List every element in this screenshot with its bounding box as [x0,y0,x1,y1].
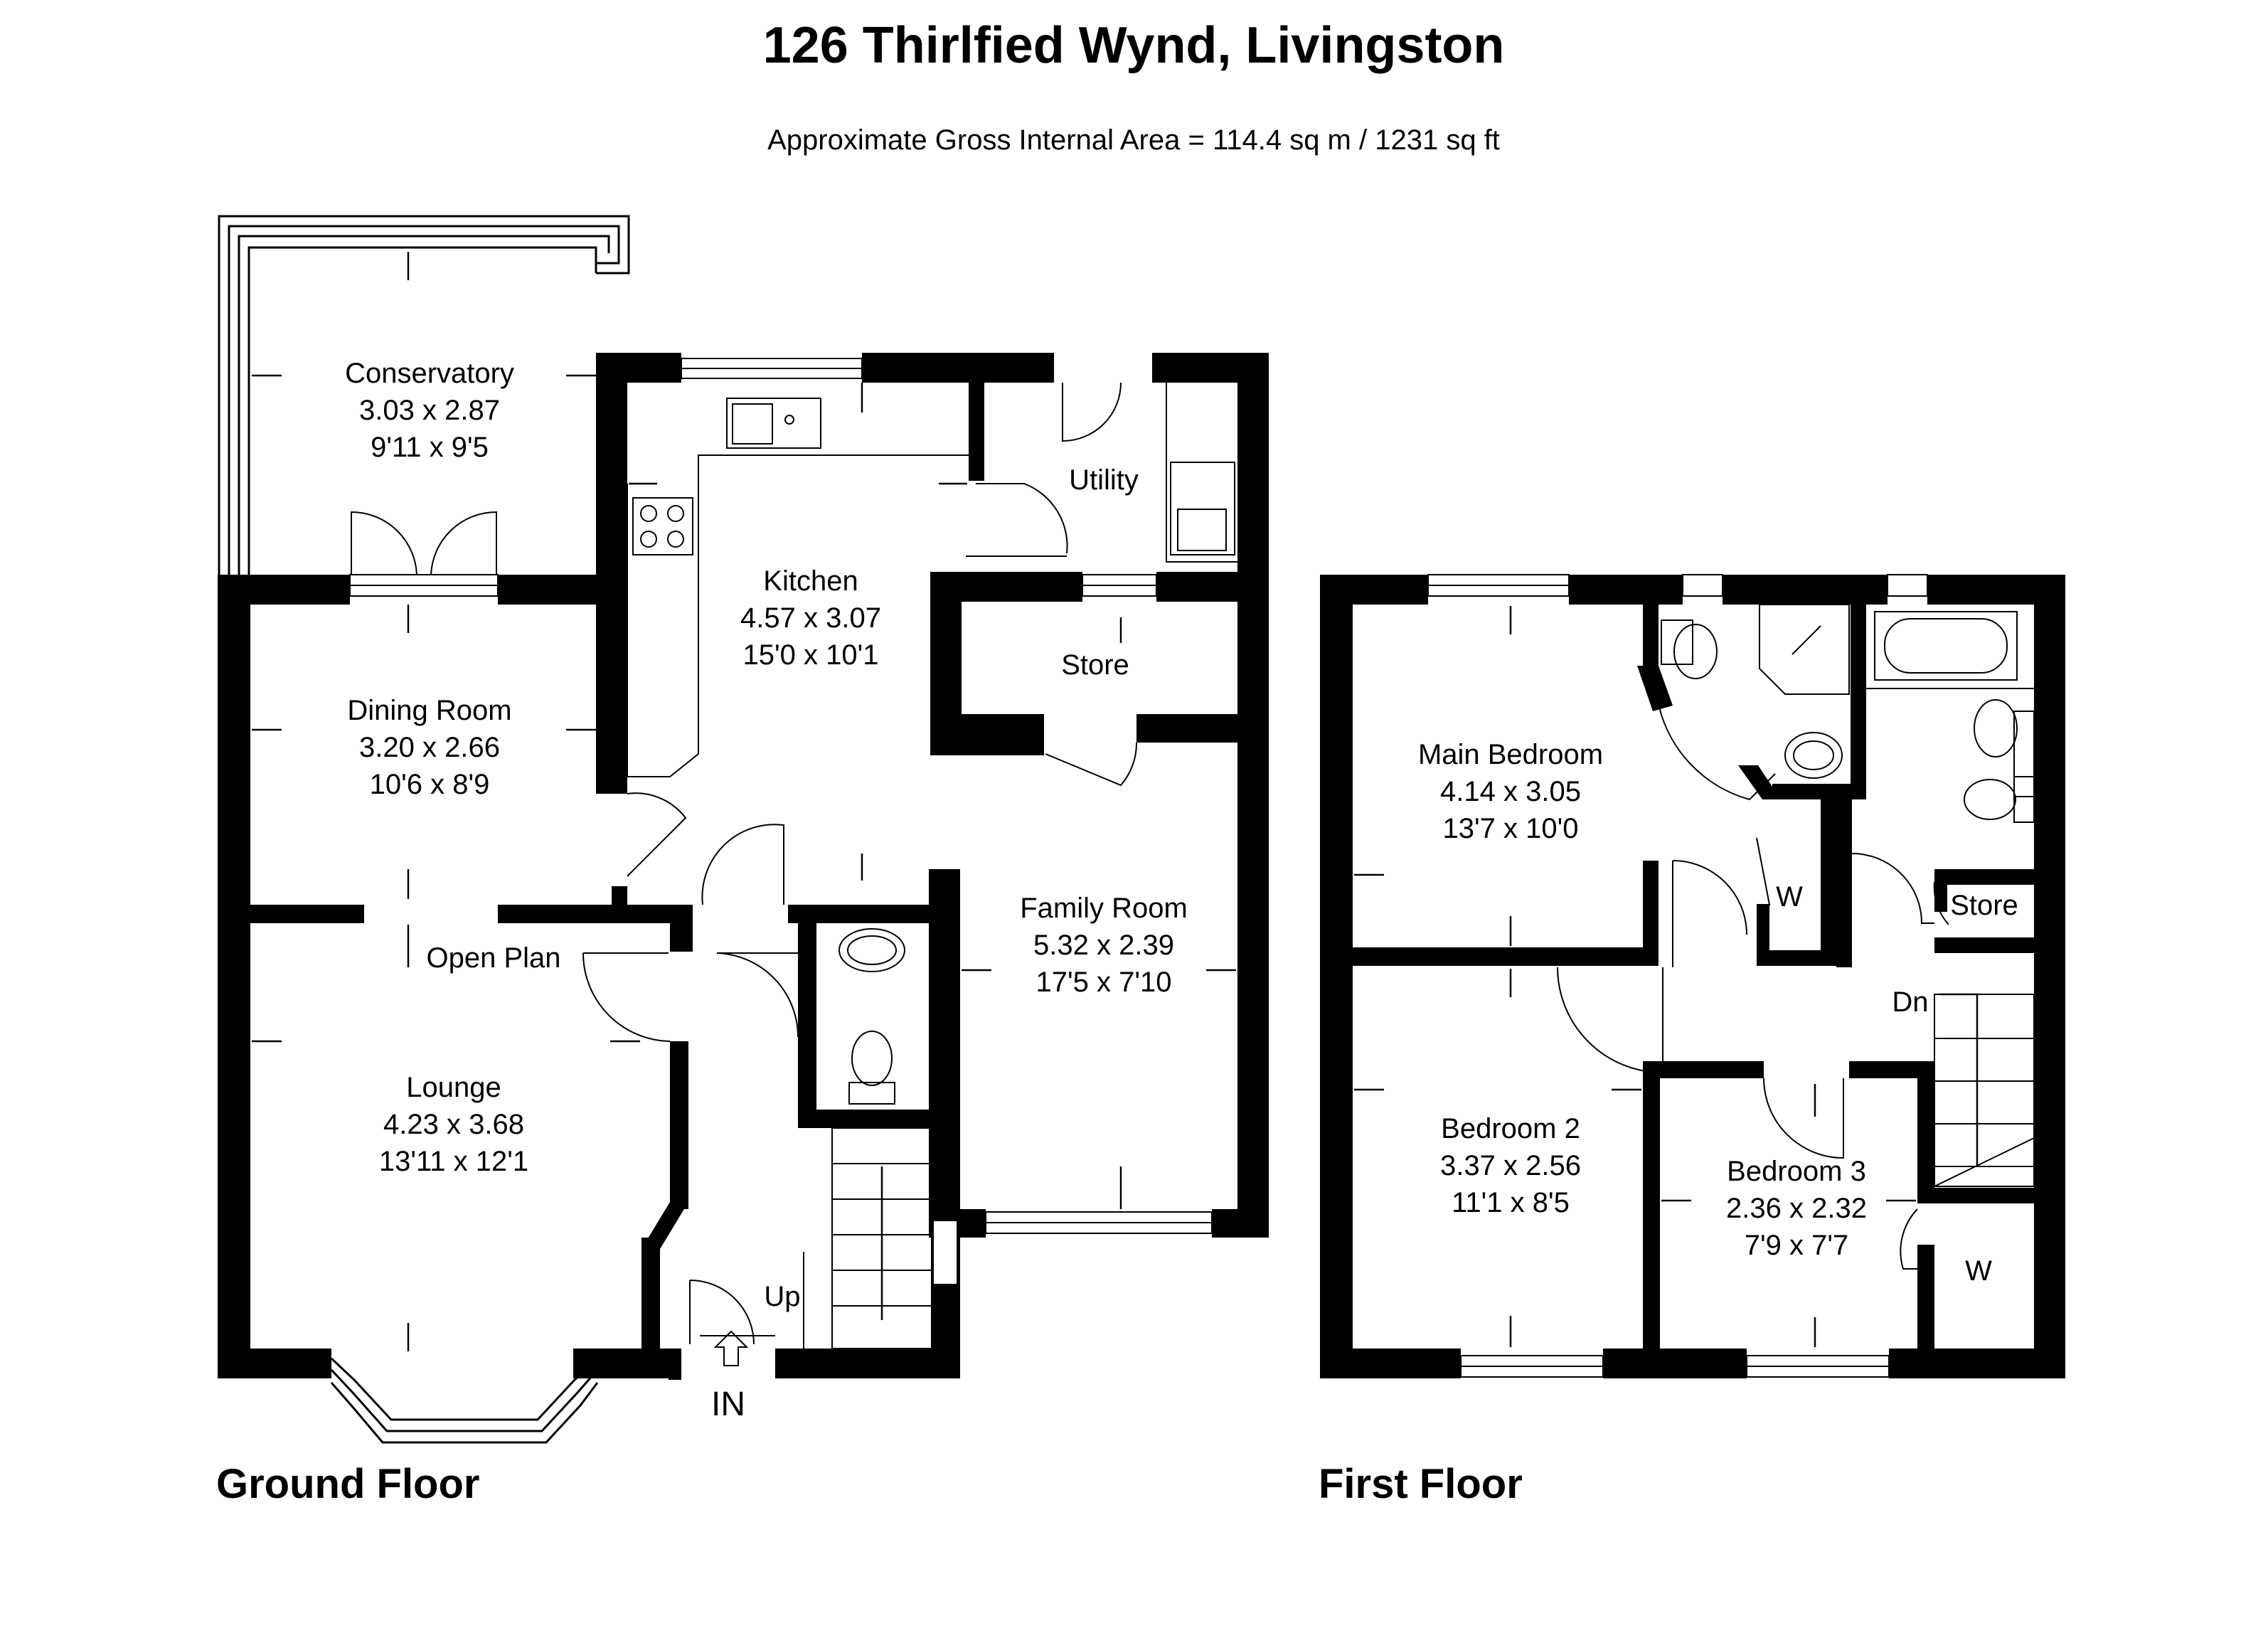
main-bedroom-label: Main Bedroom 4.14 x 3.05 13'7 x 10'0 [1418,739,1603,844]
first-walls [1320,575,2065,1378]
hob-icon [632,497,693,555]
room-name: Lounge [406,1072,501,1103]
shower-icon [1759,604,1850,695]
wardrobe-label: W [1776,881,1803,913]
room-metric: 4.14 x 3.05 [1440,776,1581,807]
room-imperial: 10'6 x 8'9 [370,769,490,800]
stairs-up-label: Up [764,1281,800,1312]
family-room-label: Family Room 5.32 x 2.39 17'5 x 7'10 [1020,893,1188,998]
kitchen-sink-icon [726,398,821,449]
room-name: Conservatory [345,358,514,389]
ground-stairs [803,1127,932,1349]
bath-icon [1874,611,2018,681]
first-dimension-arrows [1354,606,1916,1347]
room-imperial: 13'11 x 12'1 [379,1146,528,1177]
first-windows [1427,574,2035,1378]
first-floor-label: First Floor [1319,1461,1523,1507]
room-name: Kitchen [763,565,858,597]
kitchen-fixtures [627,383,1237,1105]
store-label: Store [1950,890,2018,921]
ground-floor-plan: Conservatory 3.03 x 2.87 9'11 x 9'5 Kitc… [216,215,1269,1507]
room-name: Main Bedroom [1418,739,1603,770]
wardrobe-label-2: W [1965,1255,1992,1287]
room-name: Dining Room [347,695,511,726]
basin-icon [1974,699,2018,757]
ground-walls [218,353,1269,1380]
conservatory-label: Conservatory 3.03 x 2.87 9'11 x 9'5 [345,358,514,463]
toilet-icon [1673,624,1718,679]
kitchen-label: Kitchen 4.57 x 3.07 15'0 x 10'1 [740,565,881,671]
store-label: Store [1061,649,1129,681]
room-metric: 3.20 x 2.66 [359,732,500,763]
utility-label: Utility [1069,464,1139,496]
room-imperial: 17'5 x 7'10 [1036,967,1172,998]
room-name: Bedroom 3 [1727,1156,1866,1187]
basin-icon [838,928,905,972]
first-fixtures [1557,604,2035,1270]
area-subtitle: Approximate Gross Internal Area = 114.4 … [767,124,1500,156]
open-plan-label: Open Plan [426,942,560,974]
room-metric: 5.32 x 2.39 [1033,930,1174,961]
first-floor-plan: Main Bedroom 4.14 x 3.05 13'7 x 10'0 W S… [1319,574,2065,1507]
room-name: Family Room [1020,893,1188,924]
dining-room-label: Dining Room 3.20 x 2.66 10'6 x 8'9 [347,695,511,800]
ground-floor-label: Ground Floor [216,1461,480,1507]
room-metric: 3.37 x 2.56 [1440,1150,1581,1181]
room-metric: 3.03 x 2.87 [359,395,500,426]
toilet-icon [1964,779,2016,820]
entrance-arrow-icon [713,1330,749,1366]
stairs-down-label: Dn [1892,986,1928,1018]
room-name: Bedroom 2 [1441,1113,1580,1144]
bedroom-3-label: Bedroom 3 2.36 x 2.32 7'9 x 7'7 [1726,1156,1867,1261]
ground-doors [351,382,1138,1345]
utility-sink-icon [1170,462,1235,555]
page-title: 126 Thirlfied Wynd, Livingston [763,17,1505,74]
bedroom-2-label: Bedroom 2 3.37 x 2.56 11'1 x 8'5 [1440,1113,1581,1218]
ground-dimension-arrows [252,252,1236,1366]
conservatory-frame [218,215,630,575]
room-metric: 4.23 x 3.68 [383,1109,524,1140]
room-imperial: 15'0 x 10'1 [743,639,879,671]
entrance-label: IN [711,1386,745,1423]
room-imperial: 11'1 x 8'5 [1452,1187,1570,1218]
lounge-label: Lounge 4.23 x 3.68 13'11 x 12'1 [379,1072,528,1177]
toilet-icon [851,1031,893,1086]
room-imperial: 9'11 x 9'5 [371,432,489,463]
room-imperial: 13'7 x 10'0 [1443,813,1579,844]
ground-windows [330,358,1213,1444]
room-metric: 4.57 x 3.07 [740,602,881,634]
basin-icon [1784,732,1843,779]
room-imperial: 7'9 x 7'7 [1745,1230,1848,1261]
room-metric: 2.36 x 2.32 [1726,1193,1867,1224]
